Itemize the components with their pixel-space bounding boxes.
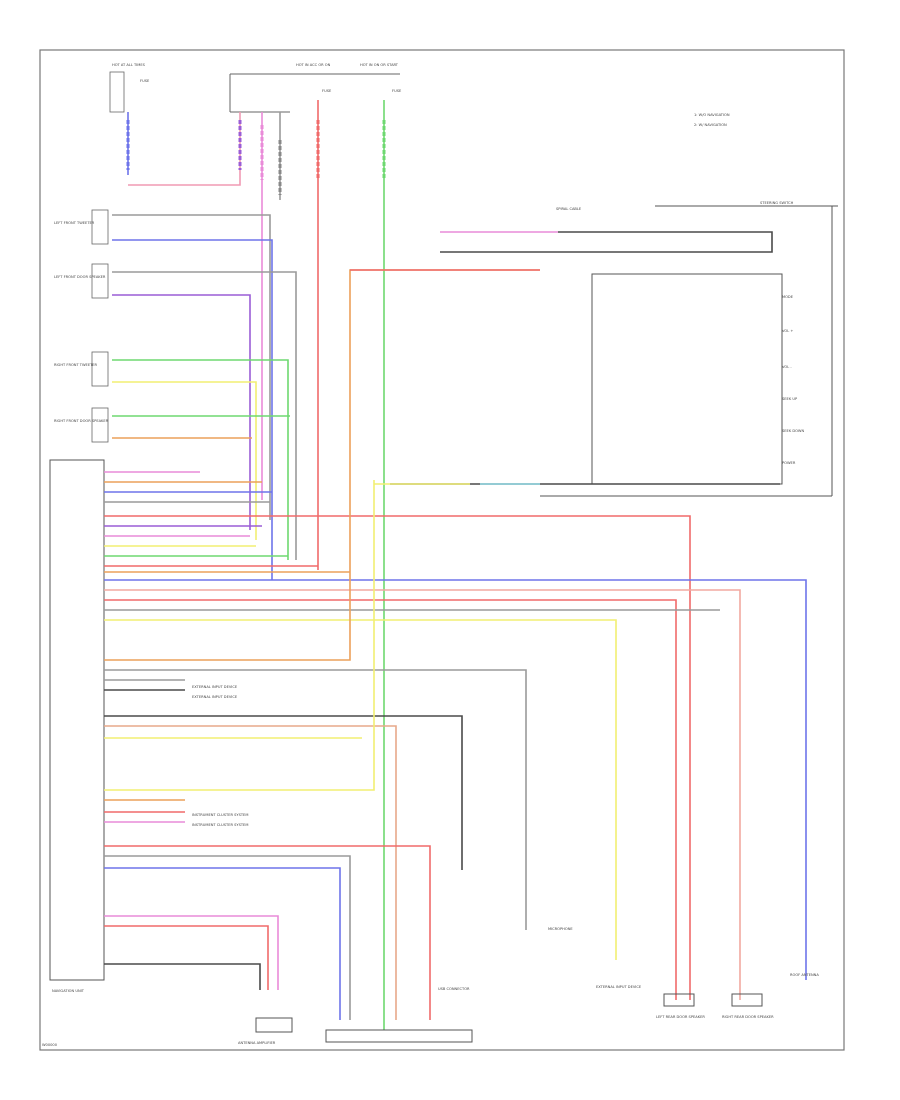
connector-right-front-tweeter [91, 351, 109, 387]
connector-right-rear-speaker [731, 993, 763, 1007]
label-external-input-2: EXTERNAL INPUT DEVICE [192, 695, 238, 699]
connector-left-front-tweeter [91, 209, 109, 245]
wire-red-h5 [104, 515, 691, 1000]
wire-black-steering [440, 231, 773, 253]
label-vol-up: VOL + [782, 329, 793, 333]
label-spiral-cable: SPIRAL CABLE [556, 207, 582, 211]
wire-yellow-cluster [104, 480, 375, 791]
label-instrument-cluster-2: INSTRUMENT CLUSTER SYSTEM [192, 823, 248, 827]
wire-pink-top [128, 112, 241, 186]
label-external-input-1: EXTERNAL INPUT DEVICE [192, 685, 238, 689]
wire-orange-gps [104, 269, 540, 661]
antenna-amplifier-box [255, 1017, 293, 1033]
label-right-rear-door-speaker: RIGHT REAR DOOR SPEAKER [722, 1015, 774, 1019]
audio-unit-connector [49, 459, 105, 981]
wire-blue-h12 [104, 579, 807, 980]
label-fuse-right: FUSE [392, 89, 402, 93]
label-figure-id: W00000 [42, 1043, 58, 1047]
connector-left-rear-speaker [663, 993, 695, 1007]
wire-gray-lf-tweeter [112, 214, 271, 520]
wire-red-h14 [104, 599, 677, 1000]
label-left-front-tweeter: LEFT FRONT TWEETER [54, 221, 95, 225]
label-legend-1: 1: W/O NAVIGATION [694, 113, 730, 117]
wire-black-usb [104, 715, 463, 870]
wire-salmon-usb [104, 725, 397, 1020]
label-seek-down: SEEK DOWN [782, 429, 804, 433]
label-hot-in-acc-or-on: HOT IN ACC OR ON [296, 63, 331, 67]
connector-right-front-door-speaker [91, 407, 109, 443]
wire-blue-lf-tweeter [112, 239, 273, 580]
label-external-input-bottom: EXTERNAL INPUT DEVICE [596, 985, 642, 989]
steering-switch-resistor-box [591, 273, 783, 485]
label-instrument-cluster-1: INSTRUMENT CLUSTER SYSTEM [192, 813, 248, 817]
wire-pink-antenna [104, 915, 279, 990]
label-fuse-mid: FUSE [322, 89, 332, 93]
connector-fuse-1 [109, 71, 125, 113]
label-right-front-tweeter: RIGHT FRONT TWEETER [54, 363, 98, 367]
label-microphone: MICROPHONE [548, 927, 573, 931]
label-seek-up: SEEK UP [782, 397, 798, 401]
label-usb-connector: USB CONNECTOR [438, 987, 470, 991]
label-vol-down: VOL - [782, 365, 792, 369]
label-hot-at-all-times: HOT AT ALL TIMES [112, 63, 146, 67]
label-right-front-door-speaker: RIGHT FRONT DOOR SPEAKER [54, 419, 109, 423]
label-hot-in-on-or-start: HOT IN ON OR START [360, 63, 399, 67]
label-legend-2: 2: W/ NAVIGATION [694, 123, 727, 127]
navigation-unit-box [325, 1029, 473, 1043]
wire-blue-camera [104, 867, 341, 1020]
wire-black-antenna [104, 963, 261, 990]
wire-red-camera [104, 845, 431, 1020]
connector-left-front-door-speaker [91, 263, 109, 299]
wire-gray-camera [104, 855, 351, 1020]
label-fuse-left: FUSE [140, 79, 150, 83]
label-audio-unit: NAVIGATION UNIT [52, 989, 85, 993]
wire-yellow-h16 [104, 619, 617, 960]
wire-gray-mic [104, 669, 527, 930]
label-steering-switch: STEERING SWITCH [760, 201, 794, 205]
label-left-rear-door-speaker: LEFT REAR DOOR SPEAKER [656, 1015, 705, 1019]
wire-yellow-rf-tweeter [112, 381, 257, 540]
diagram-frame [39, 49, 845, 1051]
label-mode: MODE [782, 295, 794, 299]
wire-purple-lf-door [112, 294, 251, 530]
label-roof-antenna: ROOF ANTENNA [790, 973, 819, 977]
wire-gray-lf-door [112, 271, 297, 560]
wire-green-rf-tweeter [112, 359, 289, 560]
label-power: POWER [782, 461, 796, 465]
label-left-front-door-speaker: LEFT FRONT DOOR SPEAKER [54, 275, 106, 279]
label-antenna-amplifier: ANTENNA AMPLIFIER [238, 1041, 276, 1045]
wire-red-antenna [104, 925, 269, 990]
wire-salmon-h13 [104, 589, 741, 1000]
